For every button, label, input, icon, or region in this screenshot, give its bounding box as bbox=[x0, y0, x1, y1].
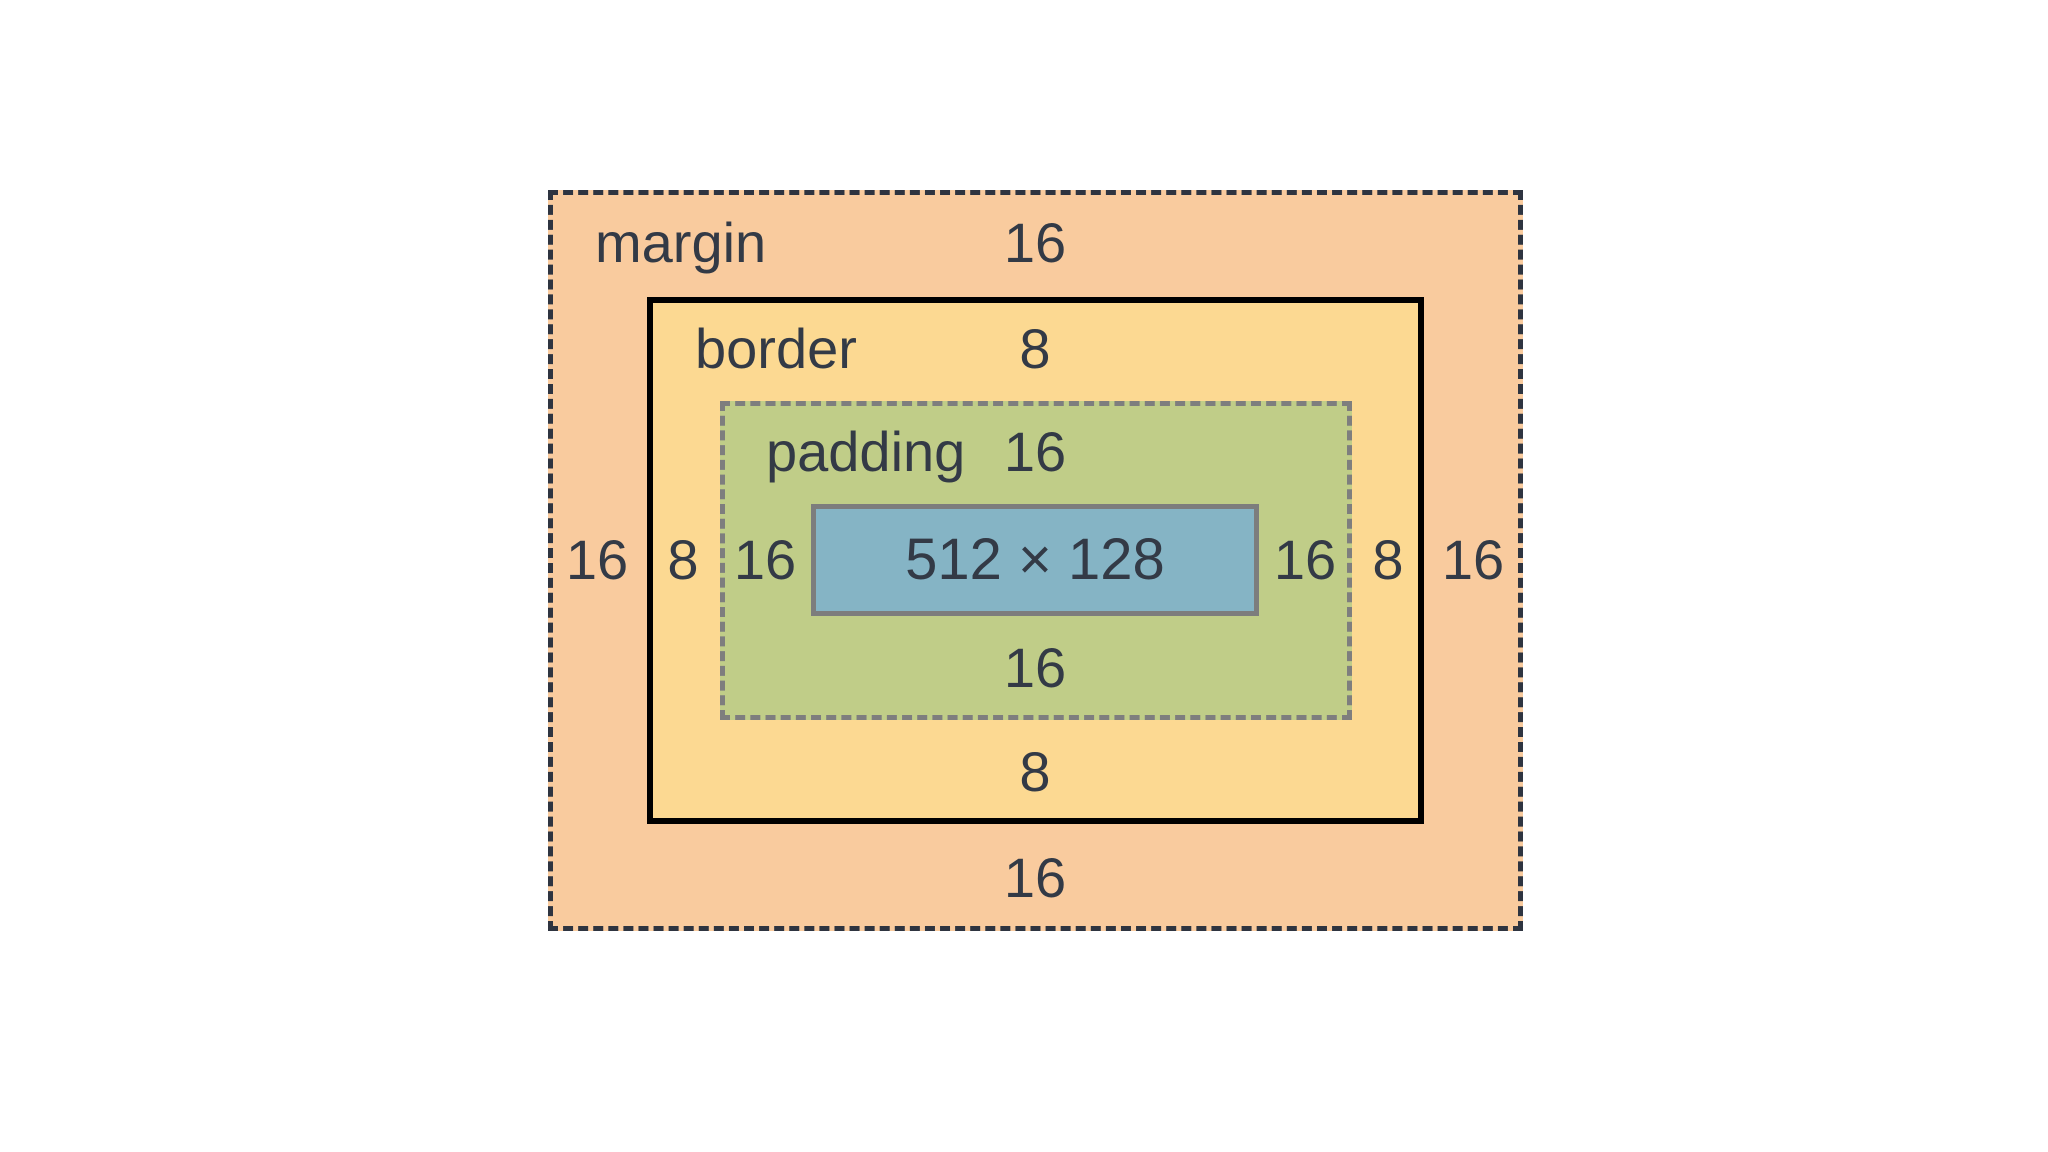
content-size-label: 512 × 128 bbox=[905, 527, 1165, 592]
margin-bottom-value: 16 bbox=[1003, 846, 1067, 909]
border-right-value: 8 bbox=[1372, 528, 1404, 591]
padding-right-value: 16 bbox=[1273, 528, 1337, 591]
border-bottom-value: 8 bbox=[1019, 740, 1051, 803]
content-area: 512 × 128 bbox=[811, 504, 1259, 616]
padding-label: padding bbox=[766, 420, 966, 483]
padding-bottom-value: 16 bbox=[1003, 636, 1067, 699]
border-label: border bbox=[695, 317, 857, 380]
margin-left-value: 16 bbox=[565, 528, 629, 591]
margin-right-value: 16 bbox=[1441, 528, 1505, 591]
margin-label: margin bbox=[595, 211, 767, 274]
padding-top-value: 16 bbox=[1003, 420, 1067, 483]
border-top-value: 8 bbox=[1019, 317, 1051, 380]
padding-left-value: 16 bbox=[733, 528, 797, 591]
border-left-value: 8 bbox=[667, 528, 699, 591]
padding-area: padding 16 16 16 16 512 × 128 bbox=[720, 401, 1352, 720]
border-area: border 8 8 8 8 padding 16 16 16 16 512 ×… bbox=[647, 297, 1424, 824]
margin-area: margin 16 16 16 16 border 8 8 8 8 paddin… bbox=[548, 190, 1523, 931]
margin-top-value: 16 bbox=[1003, 211, 1067, 274]
